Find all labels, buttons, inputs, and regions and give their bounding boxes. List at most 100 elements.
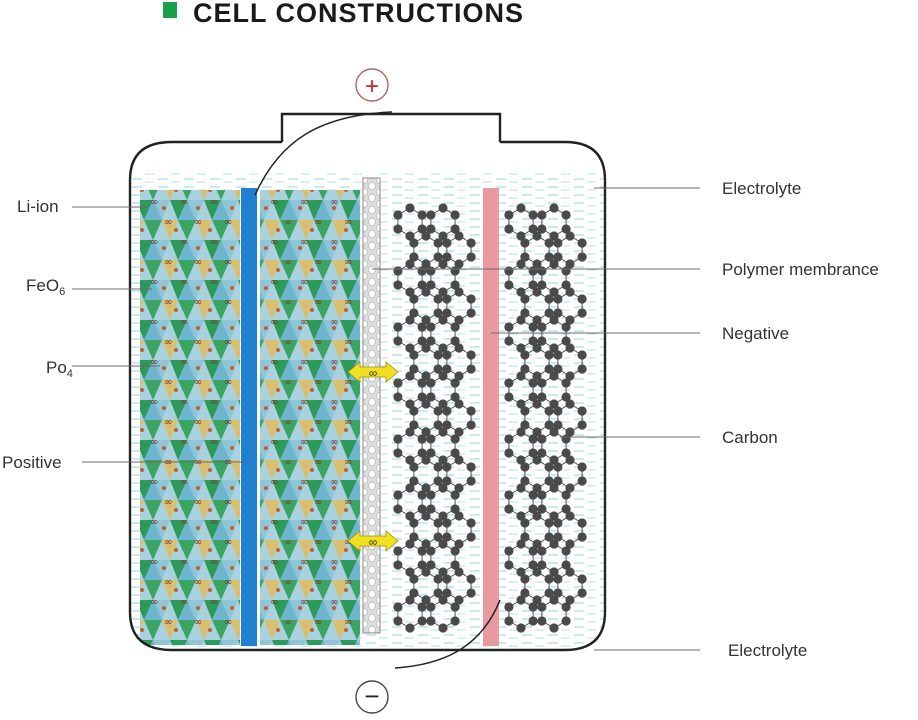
carbon-atom — [405, 567, 415, 577]
carbon-atom — [565, 595, 575, 605]
carbon-atom — [442, 238, 452, 248]
li-ion-particle: ∞ — [314, 617, 322, 628]
carbon-atom — [421, 595, 431, 605]
carbon-atom — [409, 476, 419, 486]
carbon-atom — [532, 595, 542, 605]
carbon-atom — [393, 322, 403, 332]
carbon-ring — [409, 511, 443, 549]
li-ion-particle: ∞ — [330, 357, 338, 368]
carbon-atom — [454, 595, 464, 605]
carbon-ring — [409, 287, 443, 325]
li-ion-particle: ∞ — [180, 477, 188, 488]
carbon-atom — [450, 322, 460, 332]
carbon-atom — [544, 238, 554, 248]
carbon-ring — [537, 539, 571, 577]
li-ion-particle: ∞ — [210, 557, 218, 568]
carbon-atom — [442, 294, 452, 304]
li-ion-particle: ∞ — [180, 397, 188, 408]
li-ion-particle: ∞ — [224, 297, 232, 308]
carbon-atom — [421, 427, 431, 437]
carbon-atom — [553, 532, 563, 542]
carbon-atom — [577, 252, 587, 262]
carbon-atom — [421, 259, 431, 269]
carbon-atom — [520, 518, 530, 528]
carbon-atom — [516, 203, 526, 213]
carbon-atom — [553, 476, 563, 486]
carbon-atom — [466, 308, 476, 318]
carbon-atom — [426, 210, 436, 220]
carbon-atom — [466, 420, 476, 430]
li-ion-particle: ∞ — [210, 597, 218, 608]
carbon-atom — [504, 434, 514, 444]
carbon-ring — [426, 595, 460, 633]
carbon-atom — [405, 595, 415, 605]
li-ion-particle: ∞ — [180, 437, 188, 448]
carbon-ring — [426, 371, 460, 409]
carbon-atom — [577, 294, 587, 304]
carbon-atom — [549, 259, 559, 269]
carbon-atom — [561, 546, 571, 556]
li-ion-particle: ∞ — [270, 357, 278, 368]
carbon-atom — [454, 511, 464, 521]
li-ion-particle: ∞ — [194, 297, 202, 308]
carbon-ring — [426, 259, 460, 297]
carbon-atom — [520, 364, 530, 374]
carbon-atom — [426, 266, 436, 276]
carbon-atom — [438, 231, 448, 241]
carbon-atom — [537, 490, 547, 500]
carbon-atom — [561, 210, 571, 220]
li-ion-particle: ∞ — [164, 497, 172, 508]
li-ion-particle: ∞ — [300, 197, 308, 208]
li-ion-particle: ∞ — [270, 197, 278, 208]
carbon-atom — [520, 350, 530, 360]
li-ion-particle: ∞ — [224, 217, 232, 228]
carbon-atom — [421, 287, 431, 297]
carbon-atom — [520, 588, 530, 598]
carbon-atom — [421, 511, 431, 521]
li-ion-particle: ∞ — [194, 577, 202, 588]
carbon-atom — [504, 210, 514, 220]
carbon-atom — [553, 294, 563, 304]
carbon-atom — [565, 343, 575, 353]
carbon-atom — [516, 287, 526, 297]
li-ion-particle: ∞ — [284, 377, 292, 388]
carbon-atom — [426, 616, 436, 626]
carbon-atom — [438, 259, 448, 269]
carbon-atom — [450, 616, 460, 626]
carbon-atom — [561, 336, 571, 346]
carbon-atom — [454, 399, 464, 409]
li-ion-particle: ∞ — [344, 297, 352, 308]
li-ion-particle: ∞ — [344, 417, 352, 428]
li-ion-particle: ∞ — [150, 197, 158, 208]
carbon-atom — [454, 315, 464, 325]
carbon-atom — [454, 567, 464, 577]
carbon-atom — [528, 280, 538, 290]
carbon-ring — [520, 567, 554, 605]
negative-electrode — [483, 188, 499, 646]
carbon-atom — [537, 224, 547, 234]
carbon-atom — [577, 462, 587, 472]
carbon-atom — [409, 518, 419, 528]
carbon-atom — [577, 518, 587, 528]
carbon-atom — [433, 294, 443, 304]
carbon-atom — [426, 336, 436, 346]
carbon-ring — [393, 259, 427, 297]
carbon-atom — [438, 287, 448, 297]
carbon-atom — [438, 455, 448, 465]
li-ion-particle: ∞ — [180, 237, 188, 248]
carbon-atom — [405, 343, 415, 353]
carbon-atom — [409, 588, 419, 598]
carbon-atom — [549, 539, 559, 549]
carbon-atom — [565, 427, 575, 437]
lfp-cathode-right — [260, 190, 360, 645]
carbon-atom — [553, 406, 563, 416]
carbon-atom — [417, 448, 427, 458]
carbon-atom — [553, 238, 563, 248]
li-ion-particle: ∞ — [164, 217, 172, 228]
li-ion-particle: ∞ — [164, 617, 172, 628]
li-ion-particle: ∞ — [344, 457, 352, 468]
li-ion-particle: ∞ — [180, 517, 188, 528]
positive-terminal-icon — [355, 68, 389, 102]
carbon-atom — [450, 560, 460, 570]
